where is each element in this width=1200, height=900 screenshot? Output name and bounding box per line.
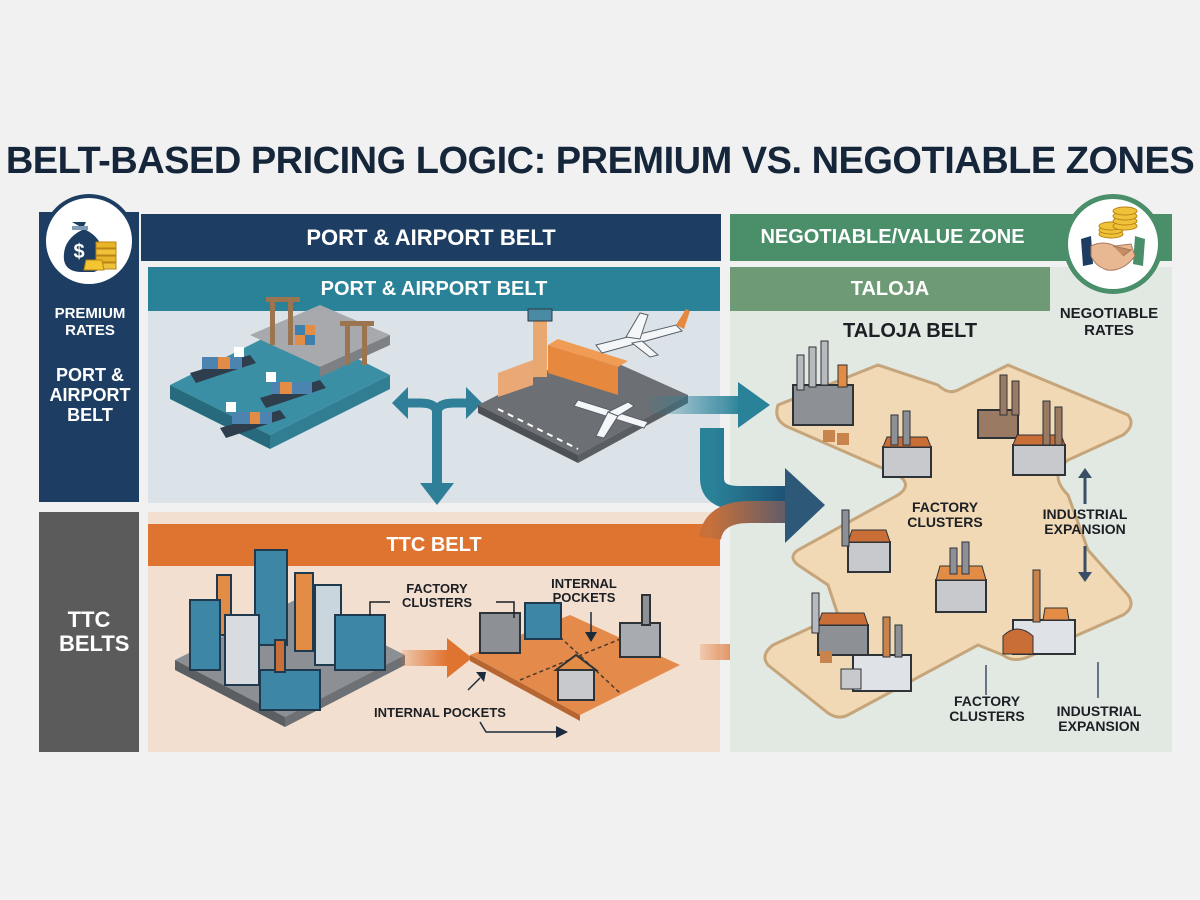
- industrial-expansion-leader-line: [1097, 662, 1099, 698]
- handshake-coins-icon: [1063, 194, 1163, 294]
- svg-text:$: $: [73, 241, 84, 263]
- expansion-arrow-up: [1078, 468, 1092, 504]
- merge-flow-arrow: [699, 428, 825, 543]
- money-bag-gold-icon: $: [42, 194, 136, 288]
- city-block-icon: [175, 549, 405, 727]
- ttc-sidebar: TTC BELTS: [39, 512, 139, 752]
- negotiable-rates-label: NEGOTIABLE RATES: [1059, 305, 1159, 339]
- internal-pockets-arrow-right: [479, 721, 568, 738]
- container-port-icon: [170, 297, 390, 449]
- industrial-estate-icon: [763, 340, 1133, 719]
- negotiable-subheader: TALOJA: [730, 267, 1050, 311]
- negotiable-callout-factory-clusters-mid: FACTORY CLUSTERS: [907, 499, 983, 531]
- internal-pockets-arrow-diag: [467, 672, 486, 691]
- negotiable-callout-industrial-expansion-mid: INDUSTRIAL EXPANSION: [1042, 506, 1128, 538]
- factory-plots-icon: [470, 594, 680, 721]
- premium-rates-label: PREMIUM RATES: [54, 305, 126, 339]
- negotiable-callout-industrial-expansion-bottom: INDUSTRIAL EXPANSION: [1056, 703, 1142, 735]
- premium-subheader: PORT & AIRPORT BELT: [148, 267, 720, 311]
- expansion-arrow-down: [1078, 546, 1092, 582]
- ttc-header: TTC BELT: [148, 524, 720, 566]
- ttc-side-label: TTC BELTS: [59, 606, 130, 656]
- ttc-callout-internal-pockets-bottom: INTERNAL POCKETS: [374, 705, 506, 720]
- teal-flow-arrow-upper: [650, 382, 770, 428]
- split-arrow-icon: [392, 387, 482, 505]
- premium-header: PORT & AIRPORT BELT: [141, 214, 721, 261]
- premium-side-label: PORT & AIRPORT BELT: [49, 365, 131, 425]
- page-title: BELT-BASED PRICING LOGIC: PREMIUM VS. NE…: [5, 140, 1195, 182]
- ttc-flow-arrow-1: [402, 638, 472, 678]
- negotiable-header-label: NEGOTIABLE/VALUE ZONE: [760, 226, 1025, 248]
- internal-pockets-arrow-down: [585, 612, 597, 642]
- factory-clusters-leader-line: [985, 665, 987, 695]
- negotiable-callout-factory-clusters-bottom: FACTORY CLUSTERS: [949, 693, 1025, 725]
- taloja-belt-label: TALOJA BELT: [842, 320, 978, 342]
- ttc-callout-factory-clusters: FACTORY CLUSTERS: [401, 581, 473, 611]
- ttc-callout-internal-pockets-top: INTERNAL POCKETS: [551, 576, 617, 606]
- factory-clusters-bracket: [369, 601, 515, 618]
